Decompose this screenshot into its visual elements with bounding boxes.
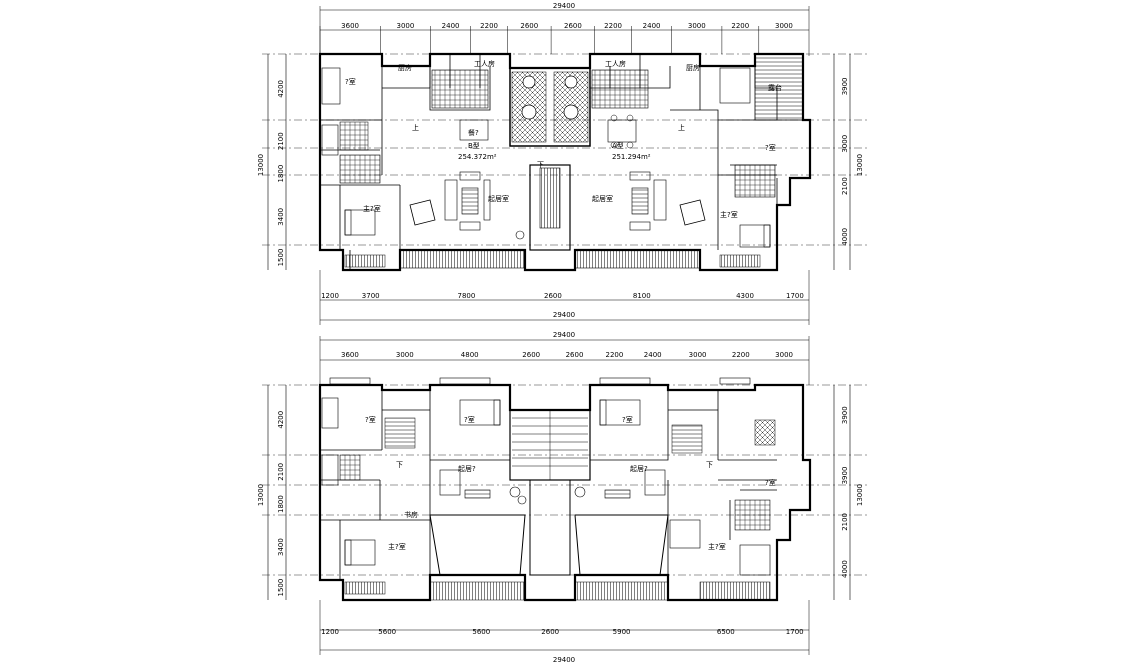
u-bottom-dim-1: 3700 xyxy=(362,292,380,300)
l-left-down: 下 xyxy=(396,461,403,469)
u-right-dim-3: 4000 xyxy=(841,228,849,246)
u-left-living: 起居室 xyxy=(488,194,509,203)
u-stair-down: 下 xyxy=(537,161,544,169)
l-bottom-dim-3: 2600 xyxy=(541,628,559,636)
l-bottom-dim-1: 5600 xyxy=(378,628,396,636)
l-right-dim-3: 4000 xyxy=(841,560,849,578)
u-top-dim-3: 2200 xyxy=(480,22,498,30)
u-right-master: 主?室 xyxy=(720,210,738,219)
u-left-dim-4: 1500 xyxy=(277,249,285,267)
upper-bottom-total: 29400 xyxy=(553,311,575,319)
l-bottom-dim-6: 1700 xyxy=(786,628,804,636)
l-right-bedroom: ?室 xyxy=(622,415,633,424)
u-left-master: 主?室 xyxy=(363,204,381,213)
l-left-bedroom: ?室 xyxy=(365,415,376,424)
l-bottom-dim-4: 5900 xyxy=(613,628,631,636)
u-right-dim-0: 3900 xyxy=(841,77,849,95)
l-bottom-dim-0: 1200 xyxy=(321,628,339,636)
upper-right-total: 13000 xyxy=(856,154,864,176)
l-left-dim-4: 1500 xyxy=(277,579,285,597)
u-bottom-dim-2: 7800 xyxy=(457,292,475,300)
u-top-dim-10: 3000 xyxy=(775,22,793,30)
l-right-bedroom2: ?室 xyxy=(765,478,776,487)
l-top-dim-6: 2400 xyxy=(644,351,662,359)
u-top-dim-6: 2200 xyxy=(604,22,622,30)
u-left-dim-1: 2100 xyxy=(277,132,285,150)
lower-plan-labels: 29400 3600 3000 4800 2600 2600 2200 2400 3000 22… xyxy=(257,331,864,664)
lower-top-total: 29400 xyxy=(553,331,575,339)
u-right-up: 上 xyxy=(678,123,685,132)
u-top-dim-0: 3600 xyxy=(341,22,359,30)
l-top-dim-5: 2200 xyxy=(605,351,623,359)
u-top-dim-1: 3000 xyxy=(396,22,414,30)
u-top-dim-7: 2400 xyxy=(643,22,661,30)
l-top-dim-8: 2200 xyxy=(732,351,750,359)
u-right-area: 251.294m² xyxy=(612,153,651,161)
upper-left-total: 13000 xyxy=(257,154,265,176)
u-left-work-room: 工人房 xyxy=(474,59,495,68)
lower-bottom-total: 29400 xyxy=(553,656,575,664)
upper-plan xyxy=(262,6,870,325)
lower-plan xyxy=(262,336,870,655)
u-left-kitchen: 厨房 xyxy=(398,63,412,72)
u-left-dining: 餐? xyxy=(468,128,479,137)
l-top-dim-4: 2600 xyxy=(566,351,584,359)
l-top-dim-0: 3600 xyxy=(341,351,359,359)
upper-plan-labels: 29400 3600 3000 2400 2200 2600 2600 2200 2400 30… xyxy=(257,2,864,319)
l-top-dim-3: 2600 xyxy=(522,351,540,359)
l-right-living: 起居? xyxy=(630,465,648,473)
u-bottom-dim-4: 8100 xyxy=(633,292,651,300)
u-top-dim-5: 2600 xyxy=(564,22,582,30)
upper-overall-width: 29400 xyxy=(553,2,575,10)
u-left-up: 上 xyxy=(412,123,419,132)
u-bottom-dim-5: 4300 xyxy=(736,292,754,300)
u-right-area-tag: A型 xyxy=(612,141,624,150)
u-top-dim-9: 2200 xyxy=(731,22,749,30)
u-bottom-dim-3: 2600 xyxy=(544,292,562,300)
l-right-master: 主?室 xyxy=(708,542,726,551)
u-left-dim-0: 4200 xyxy=(277,80,285,98)
l-left-dim-3: 3400 xyxy=(277,538,285,556)
l-bottom-dim-2: 5600 xyxy=(472,628,490,636)
u-right-dim-2: 2100 xyxy=(841,177,849,195)
l-top-dim-2: 4800 xyxy=(461,351,479,359)
l-left-master: 主?室 xyxy=(388,542,406,551)
u-bottom-dim-6: 1700 xyxy=(786,292,804,300)
u-left-bedroom: ?室 xyxy=(345,77,356,86)
l-top-dim-1: 3000 xyxy=(396,351,414,359)
u-right-storage: 露台 xyxy=(768,83,782,92)
l-left-study: 书房 xyxy=(404,510,418,519)
lower-left-total: 13000 xyxy=(257,484,265,506)
l-right-down: 下 xyxy=(706,461,713,469)
u-left-area: 254.372m² xyxy=(458,153,497,161)
l-left-dim-1: 2100 xyxy=(277,463,285,481)
u-right-work-room: 工人房 xyxy=(605,59,626,68)
u-top-dim-2: 2400 xyxy=(442,22,460,30)
u-right-kitchen: 厨房 xyxy=(686,63,700,72)
u-bottom-dim-0: 1200 xyxy=(321,292,339,300)
u-top-dim-4: 2600 xyxy=(520,22,538,30)
l-bottom-dim-5: 6500 xyxy=(717,628,735,636)
l-left-bedroom2: ?室 xyxy=(464,415,475,424)
u-left-dim-2: 1800 xyxy=(277,165,285,183)
u-left-dim-3: 3400 xyxy=(277,208,285,226)
l-right-dim-0: 3900 xyxy=(841,406,849,424)
l-left-living: 起居? xyxy=(458,465,476,473)
u-left-area-tag: B型 xyxy=(468,141,480,150)
l-top-dim-9: 3000 xyxy=(775,351,793,359)
l-left-dim-2: 1800 xyxy=(277,495,285,513)
l-left-dim-0: 4200 xyxy=(277,411,285,429)
lower-right-total: 13000 xyxy=(856,484,864,506)
u-right-dim-1: 3000 xyxy=(841,135,849,153)
l-right-dim-2: 2100 xyxy=(841,513,849,531)
l-right-dim-1: 3900 xyxy=(841,467,849,485)
u-right-bedroom: ?室 xyxy=(765,143,776,152)
l-top-dim-7: 3000 xyxy=(689,351,707,359)
u-right-living: 起居室 xyxy=(592,194,613,203)
u-top-dim-8: 3000 xyxy=(688,22,706,30)
